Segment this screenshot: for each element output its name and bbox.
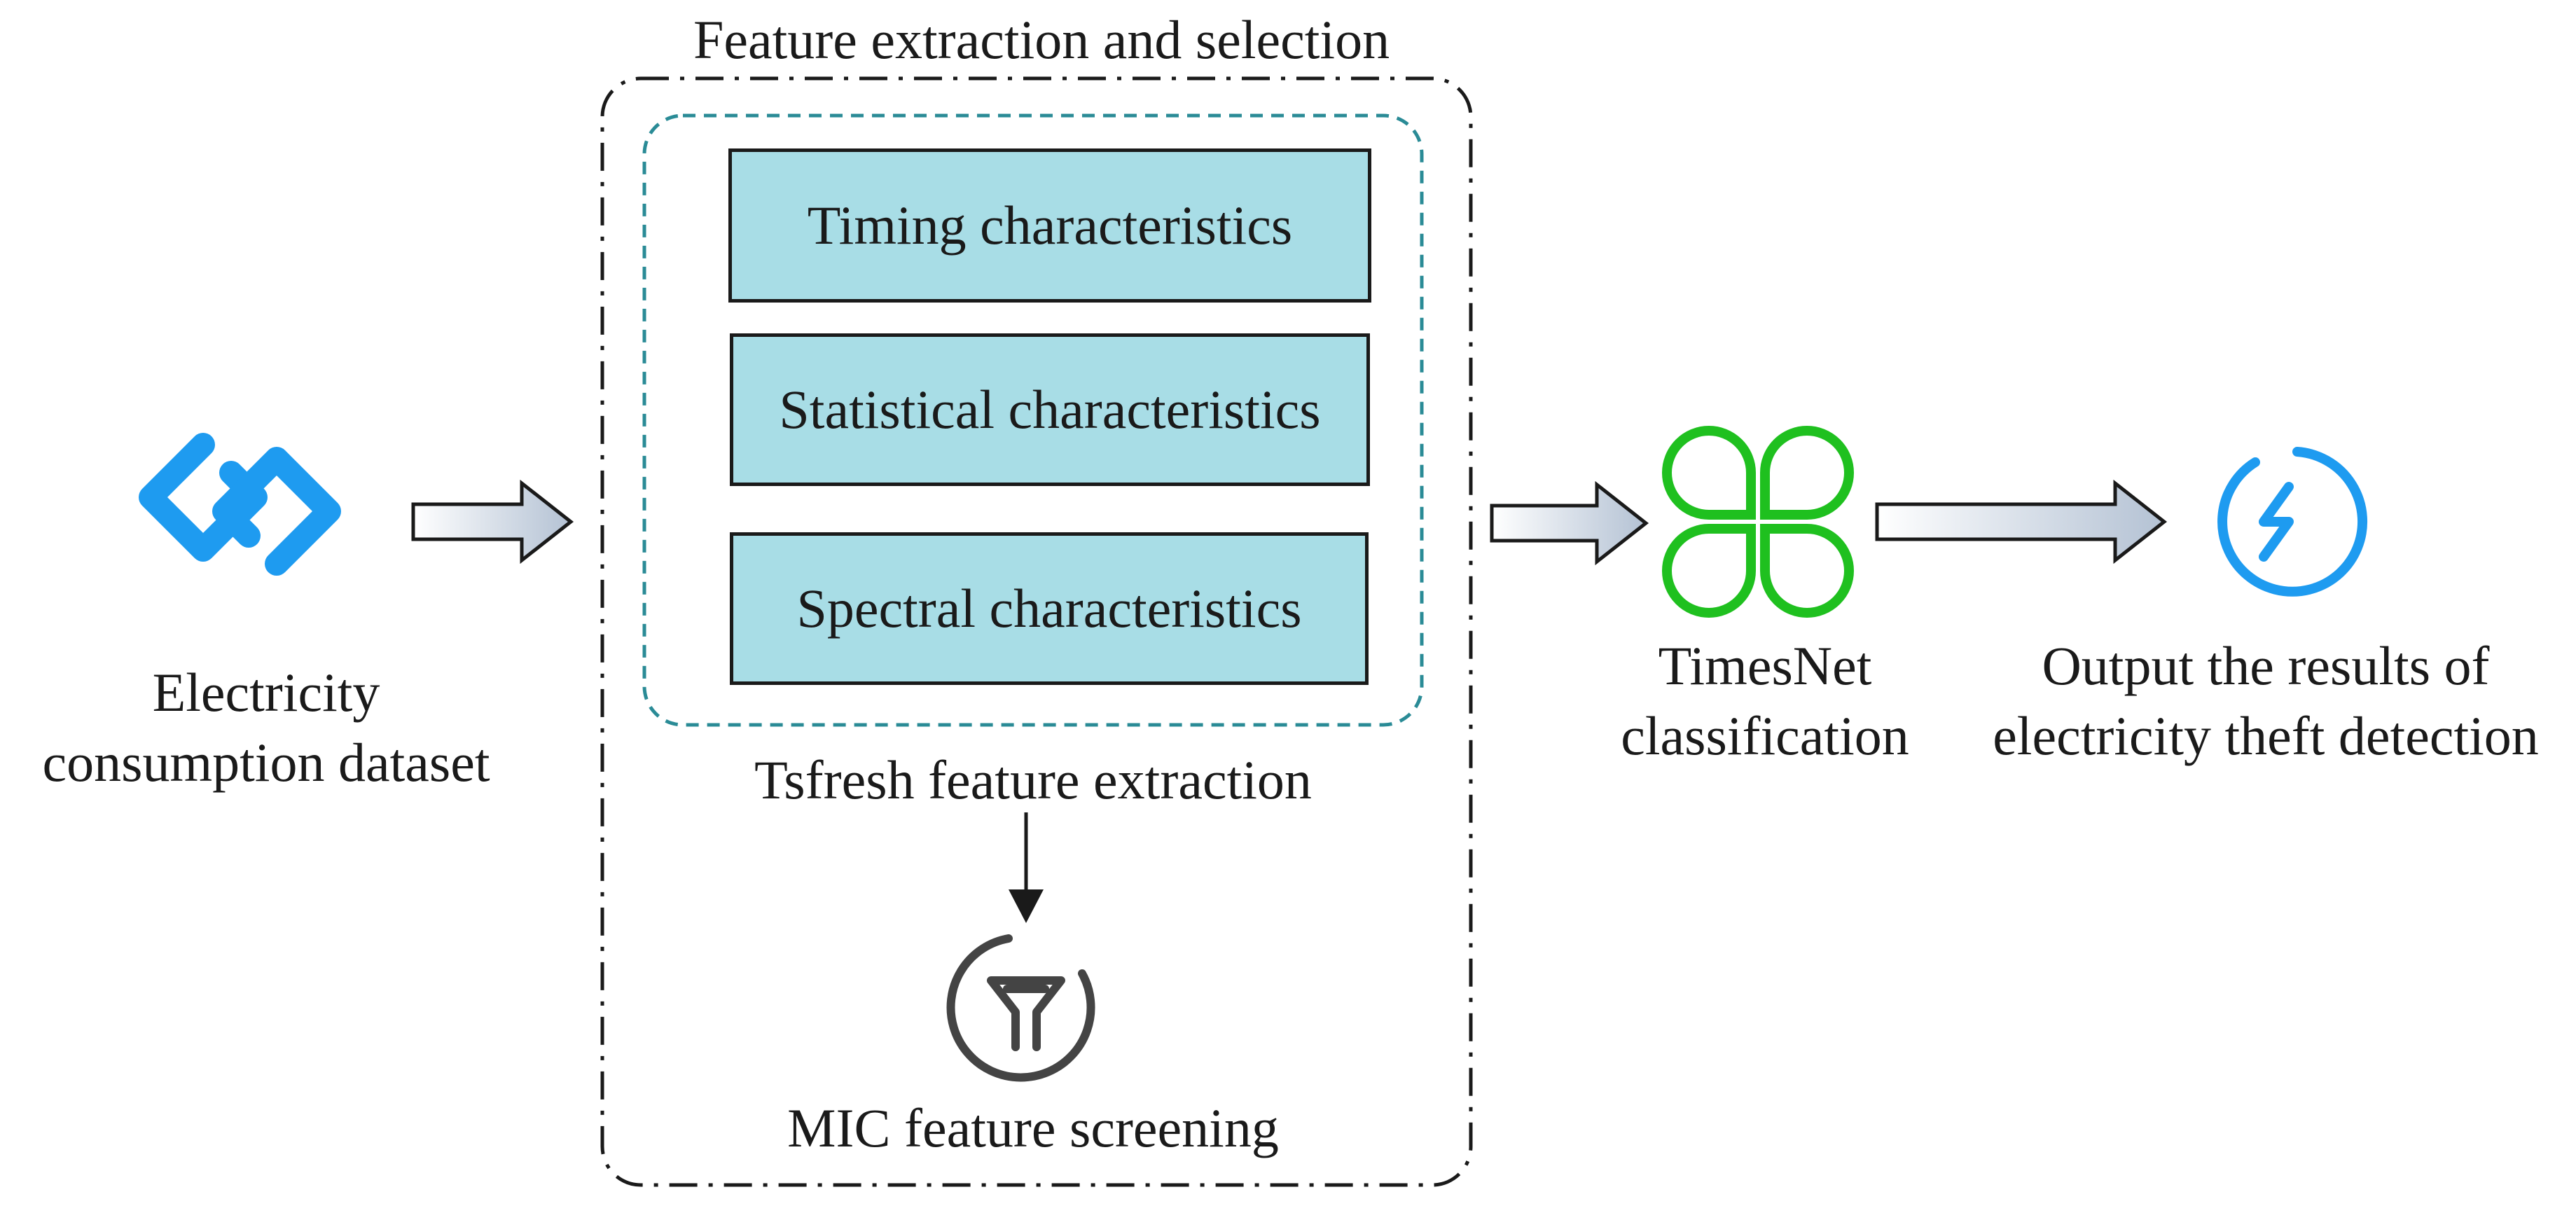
funnel-icon (946, 934, 1095, 1082)
arrow-tsfresh-to-mic-head (1009, 889, 1044, 923)
box-timing: Timing characteristics (728, 148, 1371, 303)
arrow-timesnet-to-output (1875, 479, 2168, 564)
output-label-line2: electricity theft detection (1993, 705, 2539, 766)
group-title: Feature extraction and selection (693, 9, 1390, 70)
clover-icon (1662, 426, 1854, 618)
mic-label: MIC feature screening (787, 1097, 1279, 1158)
box-timing-label: Timing characteristics (807, 195, 1293, 256)
timesnet-label-line1: TimesNet (1658, 635, 1872, 696)
feature-group-border (600, 76, 1473, 1187)
arrow-input-to-features (411, 479, 574, 564)
timesnet-label-line2: classification (1621, 705, 1909, 766)
box-spectral-label: Spectral characteristics (796, 578, 1302, 639)
output-label-line1: Output the results of (2042, 635, 2490, 696)
box-spectral: Spectral characteristics (730, 532, 1369, 685)
power-icon (2217, 447, 2368, 597)
input-label-line1: Electricity (152, 662, 380, 723)
input-label-line2: consumption dataset (42, 732, 490, 793)
tsfresh-label: Tsfresh feature extraction (754, 749, 1312, 810)
arrow-features-to-timesnet (1490, 480, 1649, 566)
box-statistical-label: Statistical characteristics (779, 379, 1321, 440)
box-statistical: Statistical characteristics (730, 333, 1370, 486)
tsfresh-group-border (642, 113, 1424, 727)
link-icon (139, 433, 341, 576)
